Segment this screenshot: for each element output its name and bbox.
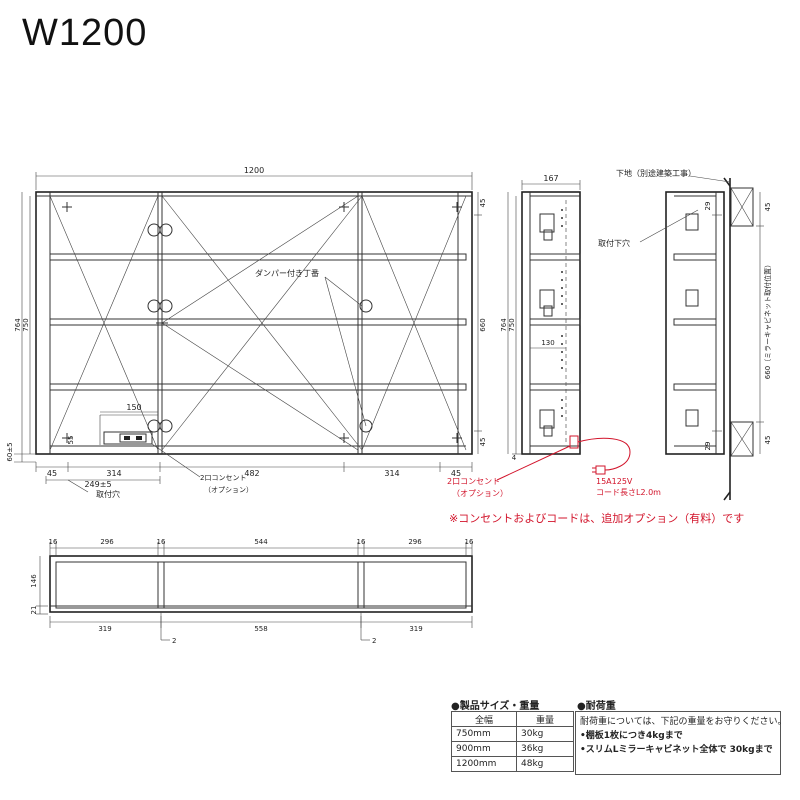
plan-top-dim-3: 16 (157, 538, 166, 546)
front-bottom-dim-3: 482 (244, 469, 259, 478)
mounting-hole-label: 取付穴 (96, 489, 120, 499)
plan-gap-label-2: 2 (372, 637, 376, 645)
front-outlet-option-label: （オプション） (204, 486, 253, 494)
front-bottom-dim-4: 314 (384, 469, 399, 478)
spec-section: ●製品サイズ・重量 ●耐荷重 全幅 重量 750mm 30kg 900mm 36… (451, 697, 787, 797)
install-view (639, 175, 764, 501)
install-29-top-dim: 29 (704, 202, 712, 211)
row-width: 900mm (451, 741, 517, 757)
table-row: 750mm 30kg (451, 726, 574, 742)
plan-top-dim-2: 296 (100, 538, 114, 546)
table-row: 1200mm 48kg (451, 756, 574, 772)
side-130-dim: 130 (541, 339, 554, 347)
front-bottom-dim-1: 45 (47, 469, 57, 478)
row-weight: 36kg (516, 741, 574, 757)
plan-top-dim-7: 16 (465, 538, 474, 546)
option-note: ※コンセントおよびコードは、追加オプション（有料）です (449, 512, 745, 525)
front-outlet-label: 2口コンセント (200, 474, 246, 482)
plan-top-dim-4: 544 (254, 538, 268, 546)
front-width-dim: 1200 (244, 166, 264, 175)
side-view (496, 180, 631, 481)
row-weight: 30kg (516, 726, 574, 742)
table-row: 900mm 36kg (451, 741, 574, 757)
row-width: 750mm (451, 726, 517, 742)
load-intro: 耐荷重については、下記の重量をお守りください。 (580, 717, 787, 727)
install-bottom-dim: 45 (764, 436, 772, 445)
front-height-inner-dim: 750 (22, 318, 30, 331)
front-right-bottom-dim: 45 (479, 438, 487, 447)
plan-gap-label-1: 2 (172, 637, 176, 645)
plan-left-dim-21: 21 (30, 606, 38, 615)
install-top-dim: 45 (764, 203, 772, 212)
plan-view (36, 542, 473, 641)
front-55-dim: 55 (67, 436, 75, 445)
table-header-row: 全幅 重量 (451, 711, 574, 727)
load-box: 耐荷重については、下記の重量をお守りください。 •棚板1枚につき4kgまで •ス… (575, 711, 787, 775)
install-29-bottom-dim: 29 (704, 442, 712, 451)
front-bottom-dim-2: 314 (106, 469, 121, 478)
plan-bottom-dim-1: 319 (98, 625, 111, 633)
base-construction-label: 下地（別途建築工事） (616, 168, 696, 178)
load-shelf: •棚板1枚につき4kgまで (580, 731, 683, 741)
side-outlet-label: 2口コンセント (447, 477, 500, 486)
plan-bottom-dim-3: 319 (409, 625, 422, 633)
page-title: W1200 (22, 12, 148, 54)
size-weight-header: ●製品サイズ・重量 (451, 701, 540, 712)
install-660-dim: 660（ミラーキャビネット取付位置） (763, 261, 772, 379)
damper-hinge-label: ダンパー付き丁番 (255, 268, 319, 278)
side-height-inner-dim: 750 (508, 318, 516, 331)
plan-bottom-dim-2: 558 (254, 625, 267, 633)
plan-left-dim-146: 146 (30, 574, 38, 588)
side-outlet-option-label: （オプション） (452, 489, 508, 498)
outlet-width-dim: 150 (126, 403, 141, 412)
width-column-header: 全幅 (451, 711, 517, 727)
weight-column-header: 重量 (516, 711, 574, 727)
front-right-mid-dim: 660 (479, 318, 487, 331)
front-view (14, 172, 482, 493)
plan-top-dim-1: 16 (49, 538, 58, 546)
size-weight-table: 全幅 重量 750mm 30kg 900mm 36kg 1200mm 48kg (451, 711, 574, 772)
front-right-top-dim: 45 (479, 199, 487, 208)
side-depth-dim: 167 (543, 174, 558, 183)
row-weight: 48kg (516, 756, 574, 772)
pilot-hole-label: 取付下穴 (598, 238, 630, 248)
plan-top-dim-5: 16 (357, 538, 366, 546)
cord-length-label: コード長さL2.0m (596, 488, 661, 497)
load-total: •スリムLミラーキャビネット全体で 30kgまで (580, 745, 773, 755)
front-left-bottom-dim: 60±5 (6, 442, 14, 461)
front-bottom-dim-5: 45 (451, 469, 461, 478)
load-header: ●耐荷重 (577, 701, 616, 712)
plan-top-dim-6: 296 (408, 538, 422, 546)
cord-spec-label: 15A125V (596, 477, 633, 486)
side-4-dim: 4 (512, 454, 517, 462)
front-height-outer-dim: 764 (14, 318, 22, 332)
side-height-outer-dim: 764 (500, 318, 508, 332)
hole-position-dim: 249±5 (84, 480, 111, 489)
row-width: 1200mm (451, 756, 517, 772)
